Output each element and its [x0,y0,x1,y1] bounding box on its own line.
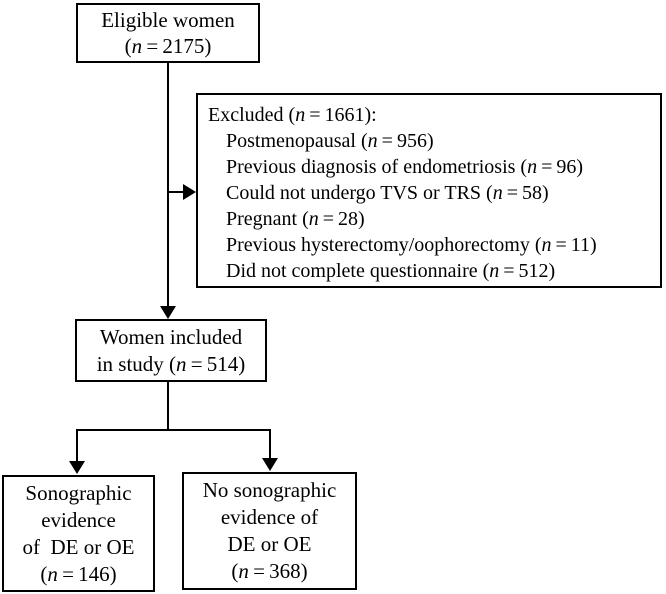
n-symbol: n [541,234,552,256]
n-symbol: n [176,351,187,376]
sono-text: of DE or OE [22,534,135,559]
excluded-item-postmenopausal: Postmenopausal (n = 956) [208,128,658,154]
eligible-count-pre: ( [124,34,132,58]
sono-count-pre: ( [40,561,48,586]
connector-branch-to-excluded [168,190,184,194]
connector-branch-to-no-sonographic [268,429,272,459]
excluded-item-pregnant: Pregnant (n = 28) [208,206,658,232]
item-count: = 956) [377,130,434,152]
n-symbol: n [238,559,249,583]
nosono-line3: DE or OE [184,531,355,558]
included-text: Women included [99,324,243,349]
n-symbol: n [131,34,143,58]
eligible-count-post: = 2175) [142,34,212,58]
item-count: = 512) [499,260,556,282]
connector-included-to-branch [166,382,170,431]
item-text: Could not undergo TVS or TRS ( [226,182,493,204]
included-line2: in study (n = 514) [77,351,265,378]
item-text: Previous diagnosis of endometriosis ( [226,156,528,178]
nosono-line1: No sonographic [184,477,355,504]
excluded-title-pre: Excluded ( [208,104,296,126]
connector-eligible-to-included [166,63,170,307]
item-text: Did not complete questionnaire ( [226,260,490,282]
sono-line2: evidence [4,507,153,534]
sono-count-post: = 146) [57,561,117,586]
sono-count-line: (n = 146) [4,561,153,588]
sono-text: evidence [41,507,116,532]
n-symbol: n [308,208,319,230]
excluded-title: Excluded (n = 1661): [208,102,658,128]
sono-line1: Sonographic [4,480,153,507]
box-women-included: Women included in study (n = 514) [75,319,267,382]
connector-bottom-branch [75,428,272,432]
eligible-text: Eligible women [101,8,235,32]
eligible-count-line: (n = 2175) [78,33,258,59]
arrowhead-down-no-sonographic-icon [262,458,278,471]
sono-line3: of DE or OE [4,534,153,561]
nosono-text: DE or OE [227,532,312,556]
included-count-pre: in study ( [96,351,177,376]
nosono-count-post: = 368) [248,559,308,583]
n-symbol: n [367,130,378,152]
arrowhead-down-sonographic-icon [69,461,85,474]
nosono-line2: evidence of [184,504,355,531]
n-symbol: n [489,260,500,282]
eligible-line1: Eligible women [78,7,258,33]
item-text: Postmenopausal ( [226,130,368,152]
arrowhead-down-included-icon [160,306,176,319]
item-count: = 11) [551,234,597,256]
excluded-item-could-not-undergo: Could not undergo TVS or TRS (n = 58) [208,180,658,206]
included-count-post: = 514) [186,351,246,376]
item-count: = 96) [537,156,584,178]
excluded-item-previous-hysterectomy: Previous hysterectomy/oophorectomy (n = … [208,232,658,258]
n-symbol: n [527,156,538,178]
nosono-count-line: (n = 368) [184,558,355,585]
excluded-item-previous-diagnosis: Previous diagnosis of endometriosis (n =… [208,154,658,180]
n-symbol: n [295,104,306,126]
nosono-text: No sonographic [202,478,337,502]
excluded-title-post: = 1661): [305,104,377,126]
item-count: = 28) [318,208,365,230]
box-eligible-women: Eligible women (n = 2175) [76,3,260,63]
included-line1: Women included [77,324,265,351]
excluded-item-did-not-complete: Did not complete questionnaire (n = 512) [208,258,658,284]
box-no-sonographic-evidence: No sonographic evidence of DE or OE (n =… [182,472,357,590]
box-sonographic-evidence: Sonographic evidence of DE or OE (n = 14… [2,475,155,592]
item-count: = 58) [502,182,549,204]
n-symbol: n [492,182,503,204]
item-text: Pregnant ( [226,208,309,230]
arrowhead-right-excluded-icon [183,184,196,200]
nosono-text: evidence of [220,505,319,529]
n-symbol: n [47,561,58,586]
connector-branch-to-sonographic [75,429,79,462]
nosono-count-pre: ( [231,559,239,583]
sono-text: Sonographic [25,480,132,505]
box-excluded: Excluded (n = 1661): Postmenopausal (n =… [196,93,662,288]
item-text: Previous hysterectomy/oophorectomy ( [226,234,542,256]
